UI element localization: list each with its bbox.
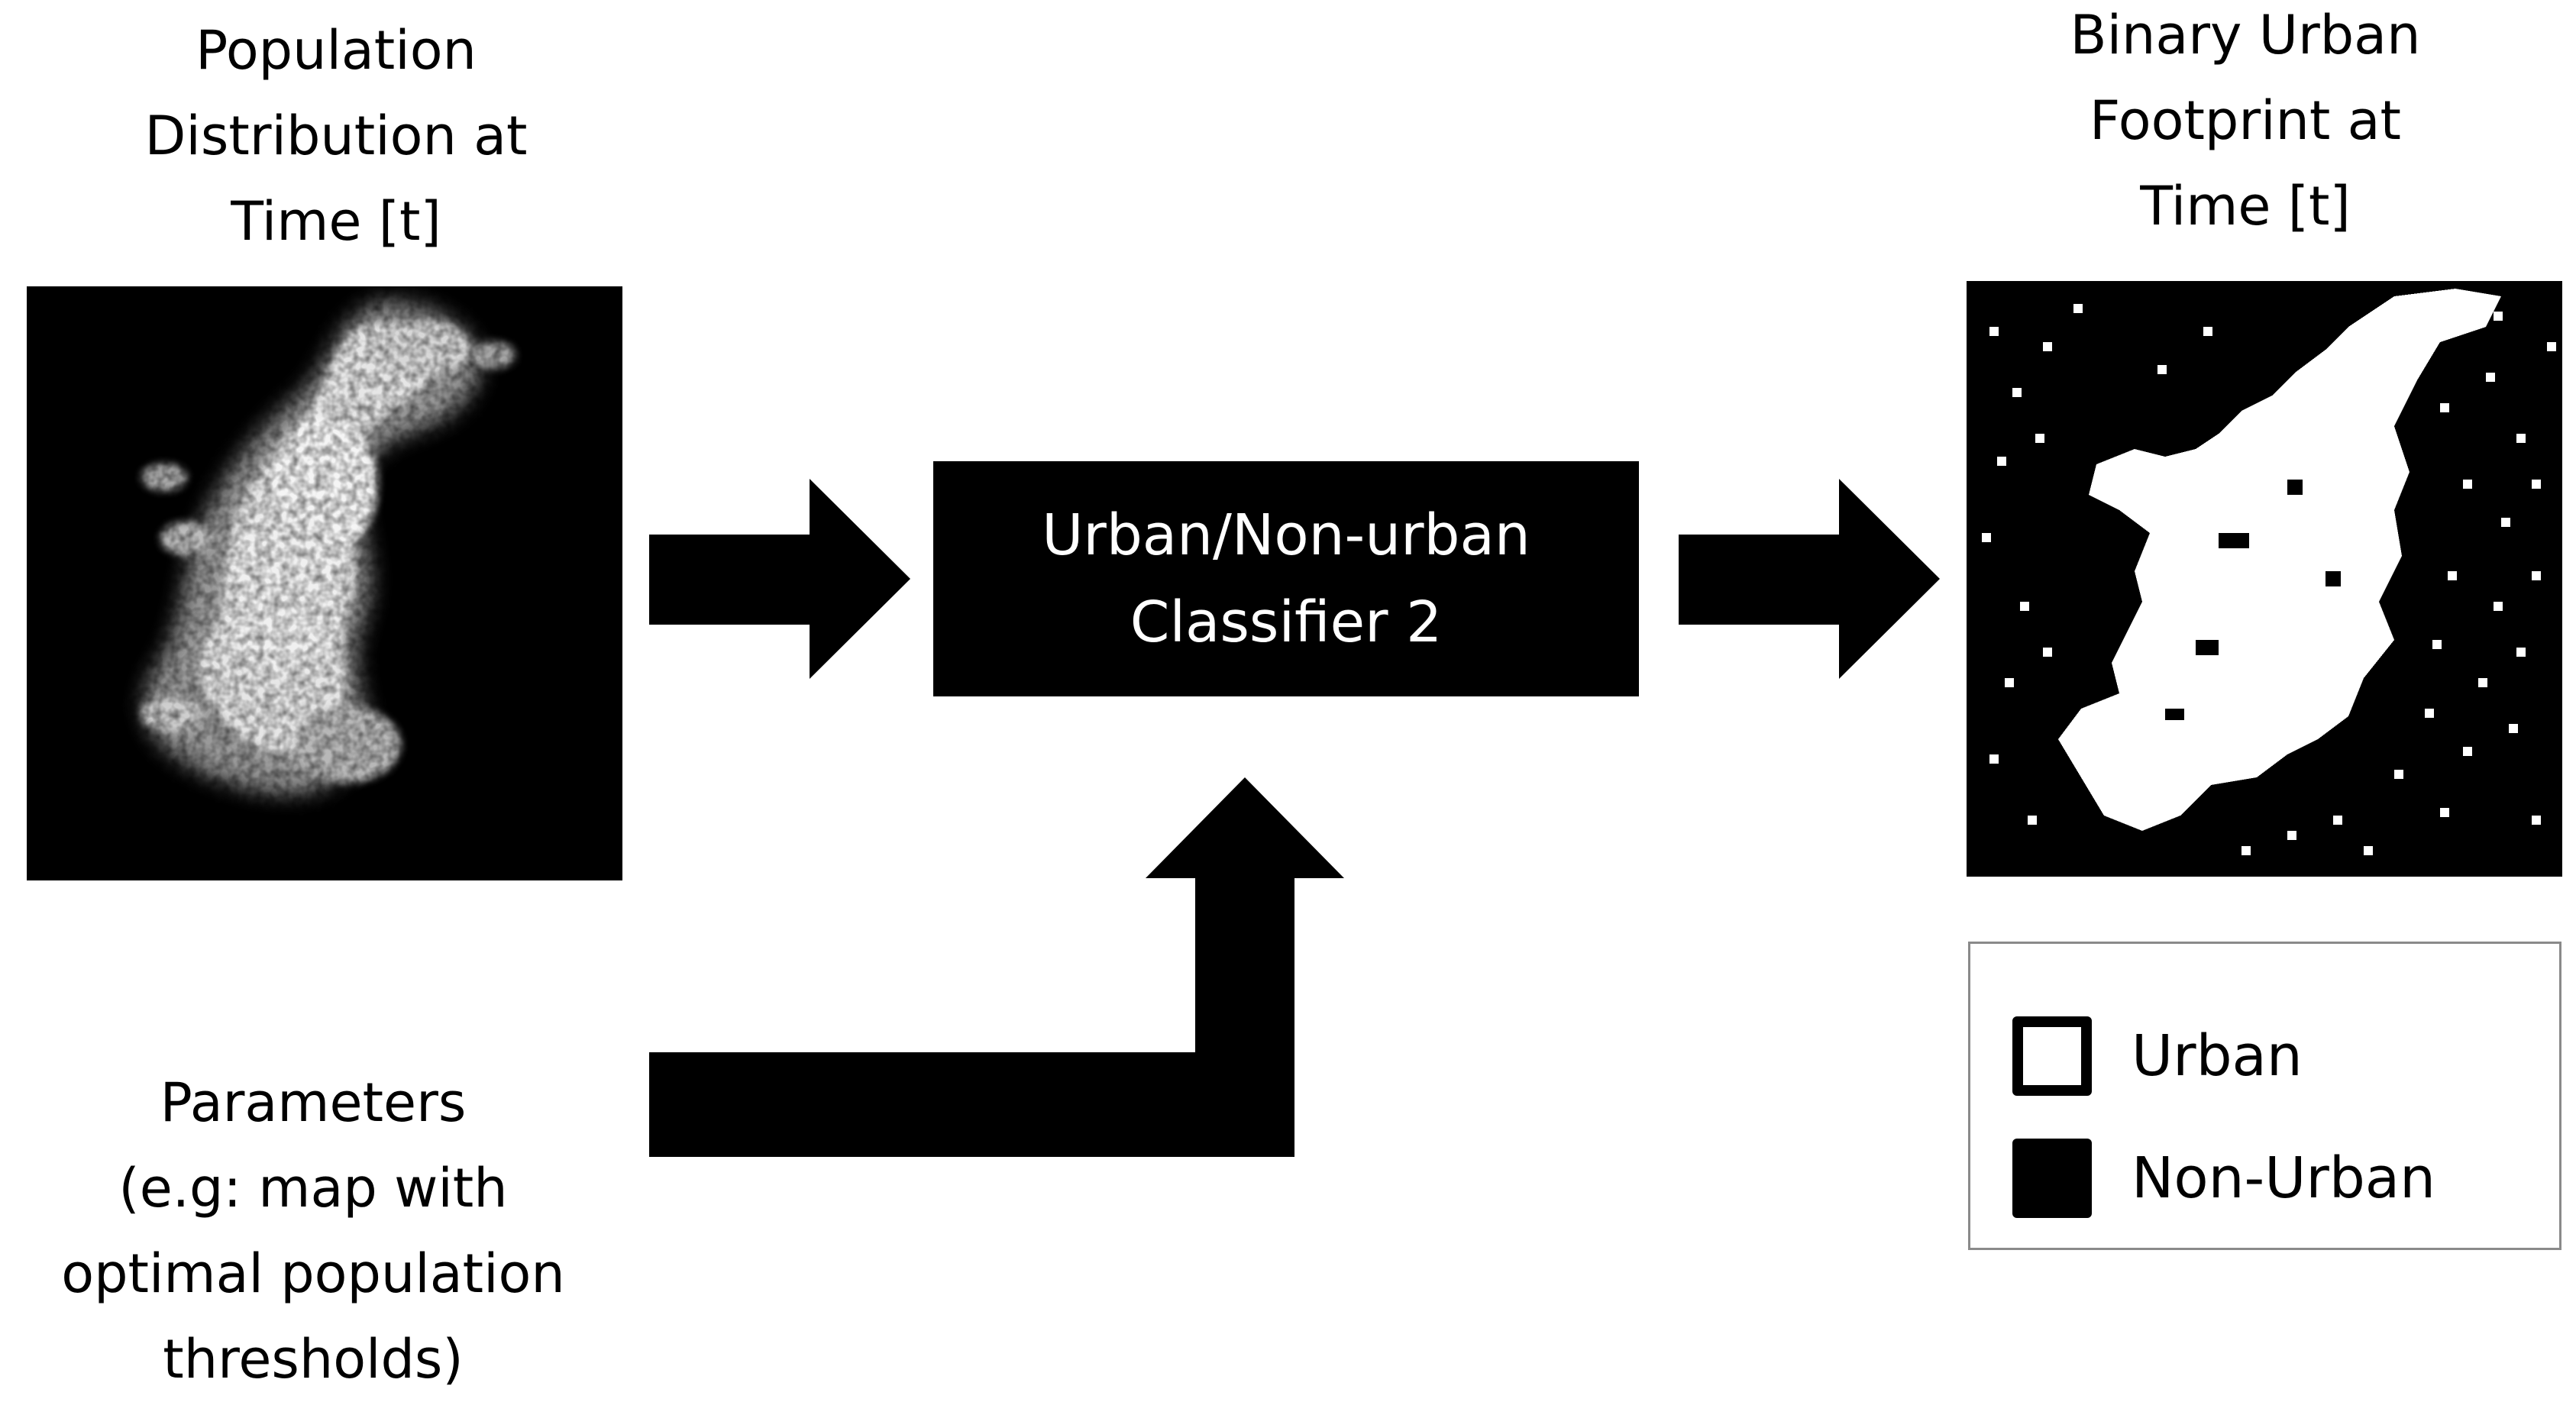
binary-urban-footprint-map	[1967, 281, 2562, 877]
population-distribution-map	[27, 286, 622, 880]
legend-label-urban: Urban	[2132, 1023, 2303, 1089]
arrow-input-to-classifier	[649, 479, 910, 679]
urban-classifier-box: Urban/Non-urban Classifier 2	[933, 461, 1639, 696]
legend-item-non-urban: Non-Urban	[2012, 1139, 2435, 1218]
urban-swatch	[2012, 1016, 2092, 1096]
binary-urban-footprint-label: Binary Urban Footprint at Time [t]	[2070, 4, 2421, 237]
legend: Urban Non-Urban	[1968, 942, 2561, 1250]
arrow-classifier-to-output	[1679, 479, 1940, 679]
legend-item-urban: Urban	[2012, 1016, 2303, 1096]
legend-label-non-urban: Non-Urban	[2132, 1145, 2436, 1211]
parameters-label: Parameters (e.g: map with optimal popula…	[61, 1071, 565, 1391]
arrow-parameters-to-classifier	[649, 777, 1344, 1157]
population-distribution-label: Population Distribution at Time [t]	[144, 19, 528, 253]
non-urban-swatch	[2012, 1139, 2092, 1218]
